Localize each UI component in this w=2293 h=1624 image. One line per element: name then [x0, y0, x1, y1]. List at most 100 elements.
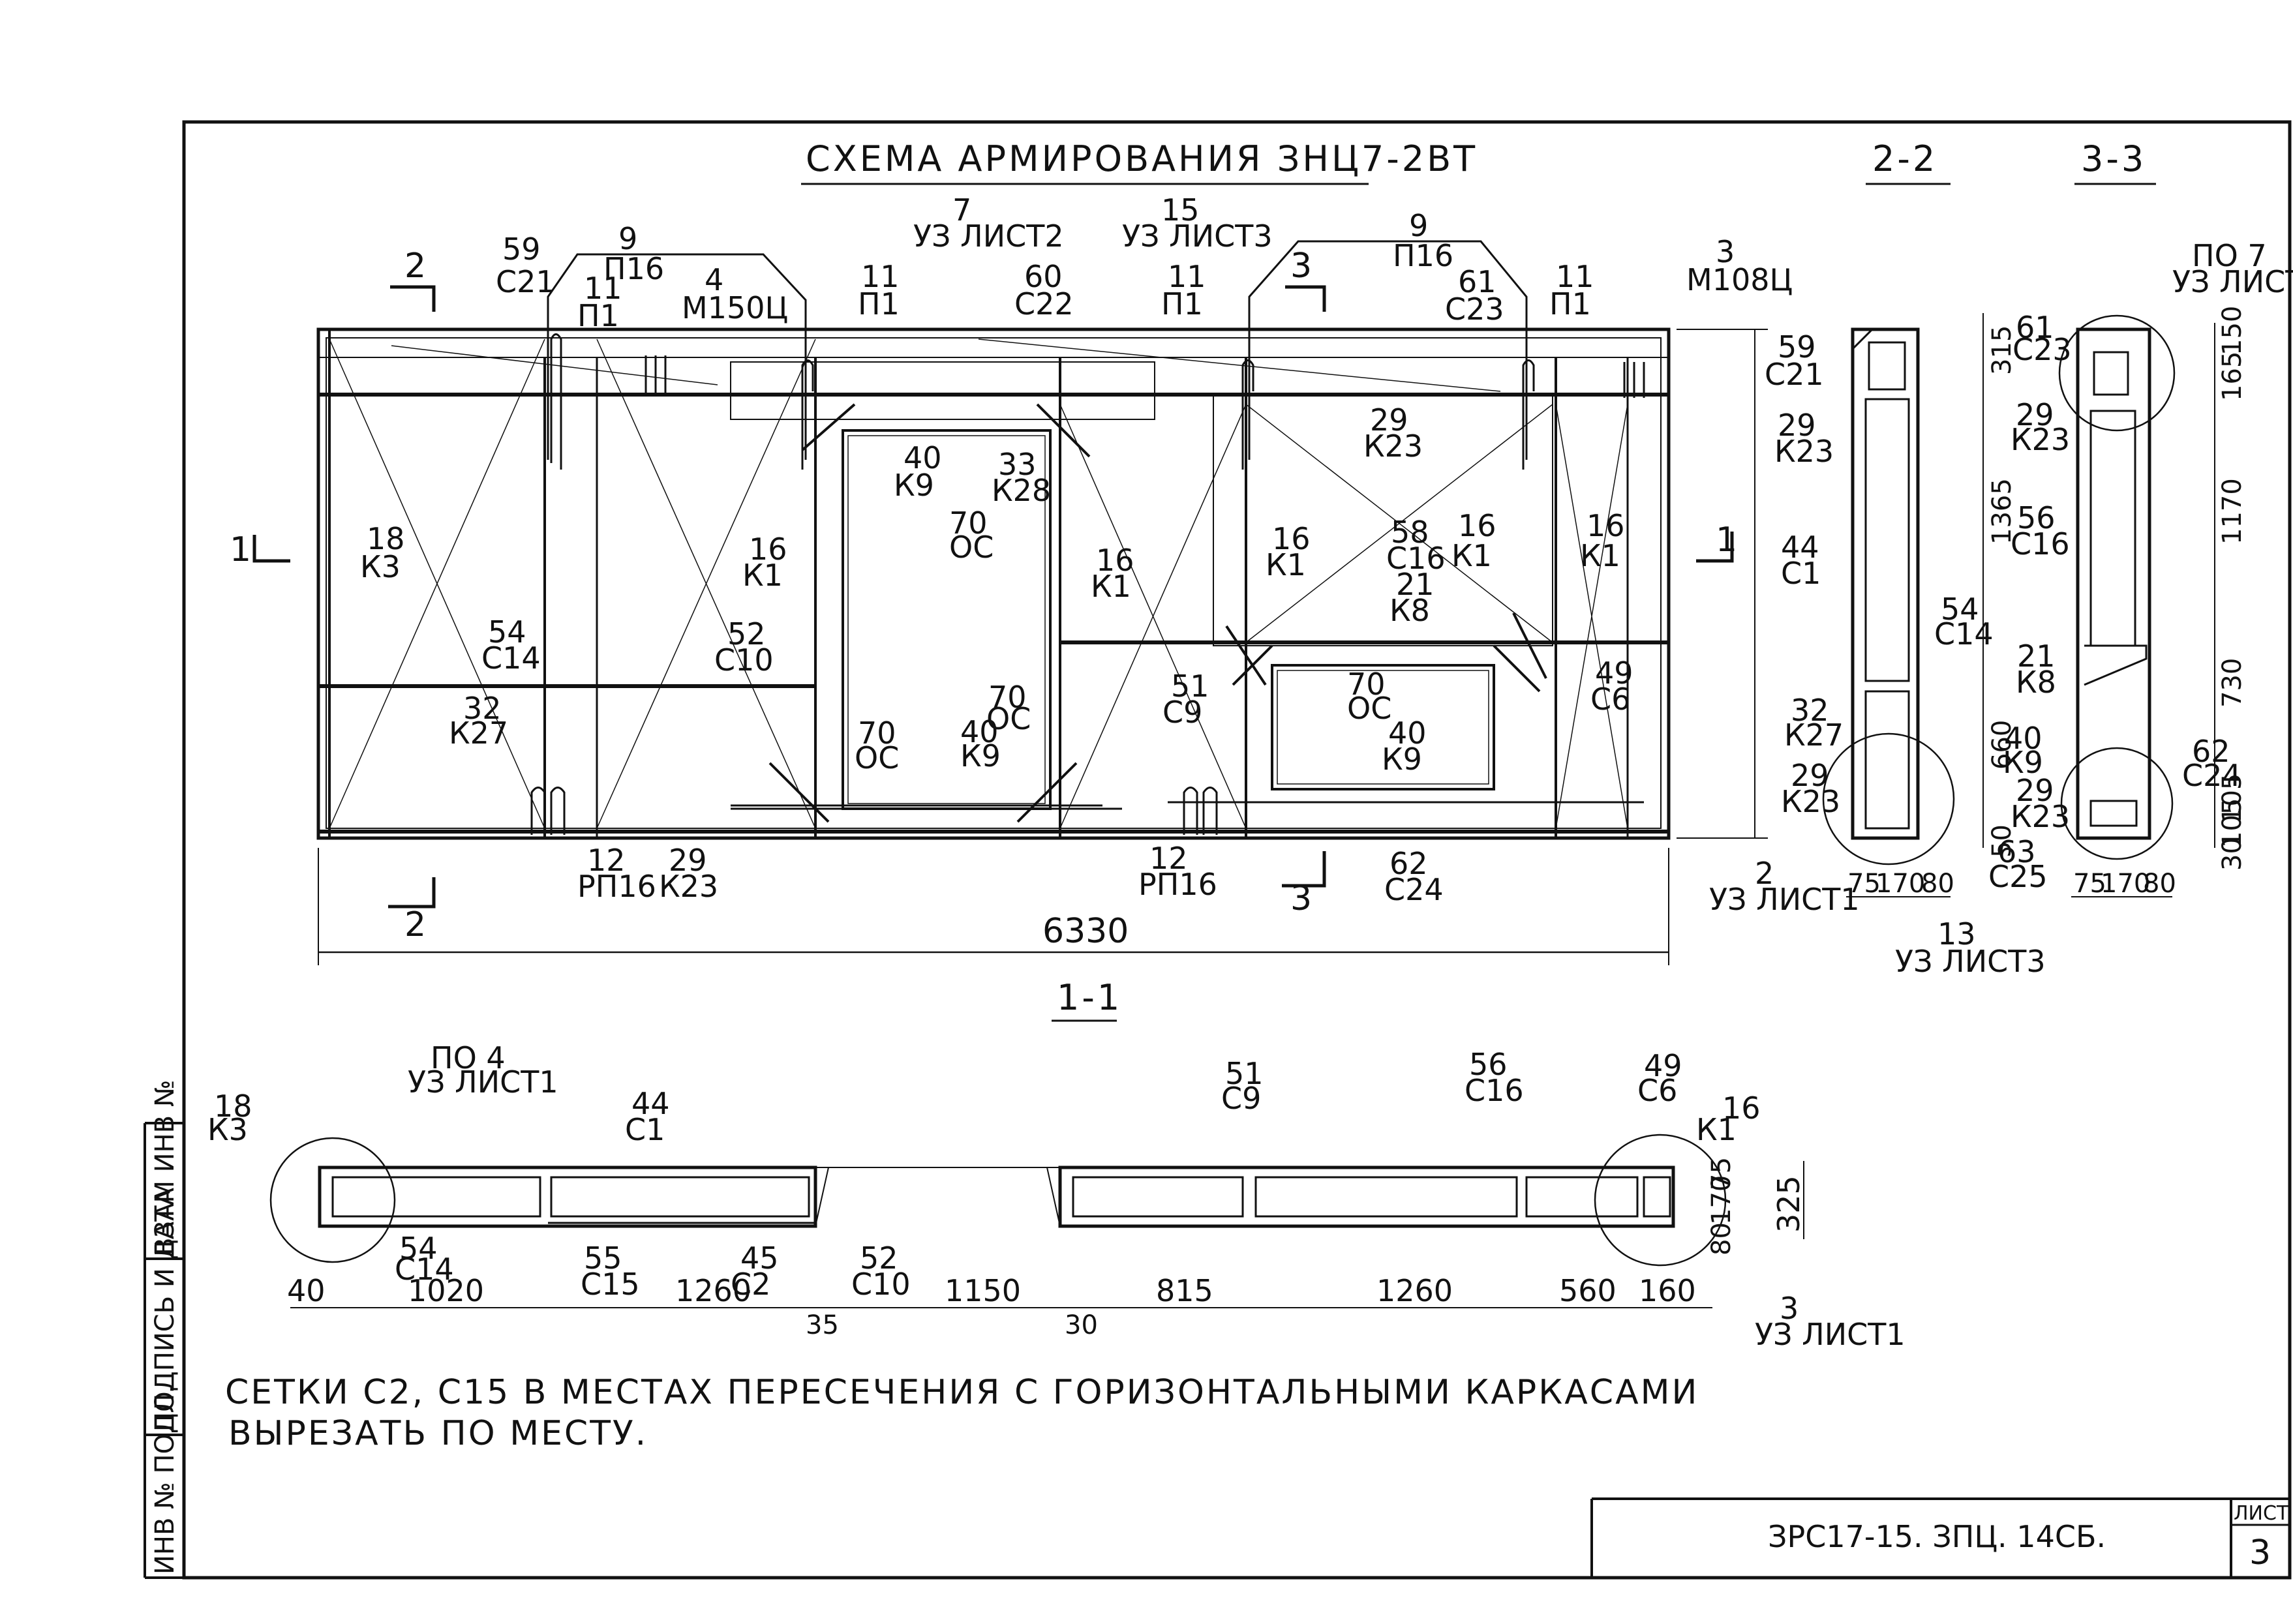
s33-detail-bottom: [2060, 747, 2174, 860]
cut-label-1-left: 1: [230, 530, 251, 569]
callout-num: 52: [727, 616, 766, 652]
callout-num: 44: [631, 1086, 670, 1121]
note-line-1: СЕТКИ С2, С15 В МЕСТАХ ПЕРЕСЕЧЕНИЯ С ГОР…: [225, 1373, 1699, 1412]
cut-label-3-bottom: 3: [1290, 879, 1312, 918]
section-1-1-view: [269, 1134, 1804, 1308]
cut-label-3-top: 3: [1290, 247, 1312, 286]
s22-mesh-top: [1868, 341, 1906, 391]
callout-mark: С16: [1386, 541, 1446, 576]
callout-num: 51: [1225, 1056, 1264, 1091]
window-opening-left-inner: [847, 435, 1046, 804]
cut-label-1-right: 1: [1716, 520, 1737, 560]
section-2-2-title: 2-2: [1872, 138, 1937, 179]
s11-detail-right: [1594, 1134, 1727, 1267]
callout-num: 49: [1595, 655, 1633, 691]
section-1-1-title: 1-1: [1057, 977, 1122, 1018]
dim-text: 1365: [1987, 478, 2017, 545]
stamp-text-1: ИНВ № ПОДЛ.: [150, 1385, 180, 1574]
cut-mark-3-bottom: [1282, 851, 1326, 888]
sheet-frame: [182, 120, 2292, 1580]
callout-mark: С24: [1384, 872, 1444, 907]
dim-text: 80: [1921, 869, 1954, 899]
loop-p16-left: [547, 253, 807, 460]
callout-num: 61: [2016, 310, 2054, 345]
callout-num: 58: [1391, 515, 1429, 550]
callout-mark: С23: [1445, 292, 1504, 327]
callout-num: 54: [1941, 592, 1979, 627]
dim-text: 660: [1987, 720, 2017, 770]
callout-num: 11: [861, 259, 900, 294]
window-opening-right: [1271, 664, 1495, 790]
callout-num: 3: [1780, 1291, 1799, 1326]
s11-left-outline: [318, 1165, 817, 1228]
callout-num: 16: [1096, 543, 1134, 578]
callout-mark: К23: [2011, 422, 2070, 457]
callout-num: 11: [1168, 259, 1206, 294]
callout-num: 7: [952, 192, 971, 228]
callout-mark: М150Ц: [682, 290, 788, 325]
callout-mark: К23: [1774, 434, 1834, 469]
dim-text: 1020: [408, 1273, 484, 1308]
callout-num: 13: [1937, 916, 1976, 952]
hook-p1-c: [1241, 359, 1254, 470]
hook-p1-d: [1522, 359, 1535, 470]
lintel-left: [730, 361, 1155, 420]
callout-num: 21: [1396, 567, 1435, 602]
callout-mark: С24: [2182, 758, 2241, 793]
callout-num: 11: [584, 271, 622, 306]
callout-num: 2: [1755, 856, 1774, 891]
callout-num: 18: [367, 521, 405, 556]
dim-text: 160: [1639, 1273, 1696, 1308]
callout-mark: С16: [1465, 1073, 1524, 1108]
mesh-diagonals: [329, 338, 1628, 829]
dim-text: 170: [2101, 869, 2150, 899]
dim-text: 150: [2217, 306, 2247, 355]
hook-p1-a: [550, 333, 562, 470]
callout-num: 55: [584, 1241, 622, 1276]
callout-mark: К23: [659, 869, 718, 904]
hook-p1-b: [801, 359, 814, 470]
dim-text: 1170: [2217, 478, 2247, 545]
callout-mark: РП16: [1138, 867, 1217, 902]
s22-detail-circle: [1822, 732, 1955, 865]
callout-mark: УЗ ЛИСТ2: [913, 218, 1064, 254]
callout-num: 62: [1389, 846, 1428, 881]
cut-mark-1-right: [1696, 532, 1734, 563]
callout-mark: К9: [894, 468, 934, 503]
dim-text: 105: [2217, 798, 2247, 848]
callout-num: ПО 7: [2192, 238, 2267, 273]
s11-mesh-c9: [1072, 1176, 1244, 1218]
s22-top-profile: [1851, 328, 1918, 391]
callout-mark: К1: [742, 558, 783, 593]
embed-m108: [1623, 362, 1645, 398]
s11-mesh-c6: [1525, 1176, 1639, 1218]
callout-num: 70: [1347, 667, 1386, 702]
callout-num: 16: [1458, 508, 1496, 543]
callout-num: 16: [749, 532, 787, 567]
callout-mark: М108Ц: [1686, 262, 1793, 297]
callout-num: 52: [860, 1241, 898, 1276]
s33-detail-top: [2058, 314, 2176, 432]
callout-mark: С6: [1590, 682, 1630, 717]
dim-text: 75: [2073, 869, 2106, 899]
callout-num: 40: [2004, 721, 2042, 756]
cut-mark-2-bottom: [388, 877, 436, 909]
callout-num: 29: [1778, 408, 1816, 443]
section-3-3-view: [2058, 314, 2215, 897]
callout-mark: П1: [1161, 286, 1203, 322]
callout-num: 60: [1024, 259, 1063, 294]
callout-mark: К27: [449, 715, 508, 751]
dim-text: 50: [1987, 824, 2017, 858]
callout-num: 21: [2017, 639, 2056, 674]
callout-mark: К27: [1784, 717, 1844, 753]
callout-mark: С21: [496, 264, 555, 299]
callout-mark: С22: [1014, 286, 1074, 322]
callout-mark: К8: [1389, 593, 1430, 628]
hook-rp16-b: [1183, 787, 1218, 835]
callout-mark: С9: [1221, 1081, 1261, 1116]
callout-mark: ОС: [1347, 691, 1391, 726]
callout-num: 61: [1458, 264, 1496, 299]
s11-mesh-c1-b: [550, 1176, 810, 1218]
callout-mark: К9: [960, 738, 1001, 774]
callout-mark: ОС: [949, 530, 994, 565]
